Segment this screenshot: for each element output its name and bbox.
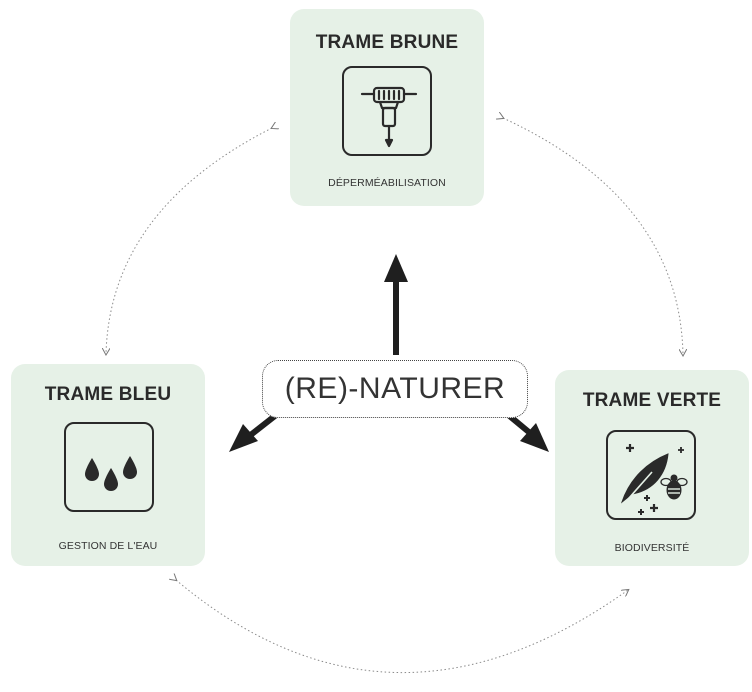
- card-title: TRAME BRUNE: [315, 32, 459, 53]
- water-drops-icon: [64, 422, 154, 512]
- card-trame-verte: TRAME VERTE BIODIVERSITÉ: [555, 370, 749, 566]
- card-title: TRAME VERTE: [582, 390, 722, 411]
- cycle-arc-brune-to-verte: [503, 118, 683, 355]
- arrow-to-brune: [384, 254, 408, 355]
- leaf-bee-icon: [606, 430, 696, 520]
- card-subtitle: BIODIVERSITÉ: [614, 542, 690, 554]
- center-label: (RE)-NATURER: [262, 360, 528, 418]
- cycle-arc-bleu-to-verte: [176, 580, 628, 673]
- jackhammer-icon: [342, 66, 432, 156]
- card-subtitle: DÉPERMÉABILISATION: [328, 177, 446, 189]
- card-subtitle: GESTION DE L'EAU: [58, 540, 158, 552]
- cycle-arc-brune-to-bleu: [106, 128, 272, 354]
- card-trame-bleu: TRAME BLEU GESTION DE L'EAU: [11, 364, 205, 566]
- card-trame-brune: TRAME BRUNE DÉPERMÉABILISATION: [290, 9, 484, 206]
- card-title: TRAME BLEU: [44, 384, 172, 405]
